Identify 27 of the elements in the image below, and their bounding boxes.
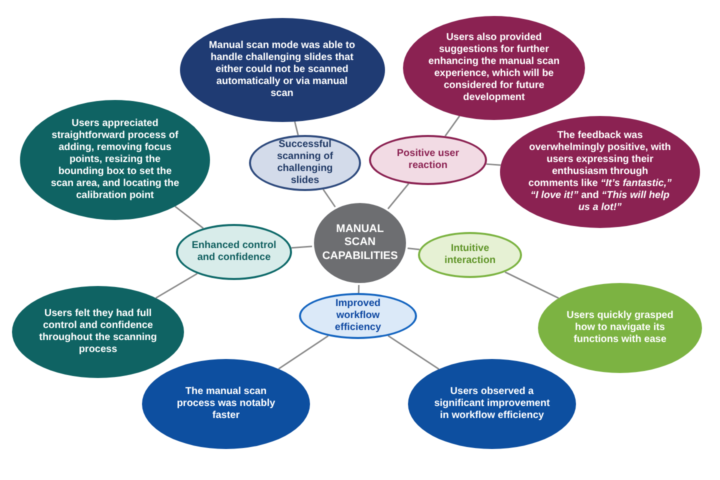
node-text: Improved workflow efficiency xyxy=(334,298,382,334)
connector-line xyxy=(174,206,204,229)
connector-line xyxy=(504,271,559,299)
connector-line xyxy=(155,273,198,299)
connector-line xyxy=(388,335,440,370)
node-text: Users also provided suggestions for further enhancing the manual scan experience, which will be considered for future development xyxy=(427,32,561,104)
connector-line xyxy=(387,183,410,210)
node-text: Users appreciated straightforward process of adding, removing focus points, resizing the bounding box to set the scan area, and locating the calibration point xyxy=(50,118,180,202)
connector-line xyxy=(358,284,360,294)
node-text: MANUAL SCAN CAPABILITIES xyxy=(322,223,398,263)
node-text: Users quickly grasped how to navigate its functions with ease xyxy=(566,310,674,346)
connector-line xyxy=(444,116,460,137)
node-text: The feedback was overwhelmingly positive, with users expressing their enthusiasm through comments like “It’s fantastic,” “I love it!” and “This will help us a lot!” xyxy=(527,130,673,214)
connector-line xyxy=(408,247,420,250)
node-text: Manual scan mode was able to handle challenging slides that either could not be scanned automatically or via manual scan xyxy=(208,40,356,100)
node-text: Intuitive interaction xyxy=(443,243,497,267)
node-text: The manual scan process was notably faster xyxy=(176,386,276,422)
node-text: Users observed a significant improvement in workflow efficiency xyxy=(433,386,551,422)
connector-line xyxy=(278,335,329,370)
connector-line xyxy=(294,121,299,136)
node-text: Positive user reaction xyxy=(396,148,460,172)
node-text: Successful scanning of challenging slides xyxy=(276,139,334,187)
connector-line xyxy=(291,246,312,249)
connector-line xyxy=(322,189,336,208)
connector-line xyxy=(486,163,501,166)
node-text: Enhanced control and confidence xyxy=(190,240,278,264)
node-text: Users felt they had full control and confidence throughout the scanning process xyxy=(38,308,158,356)
